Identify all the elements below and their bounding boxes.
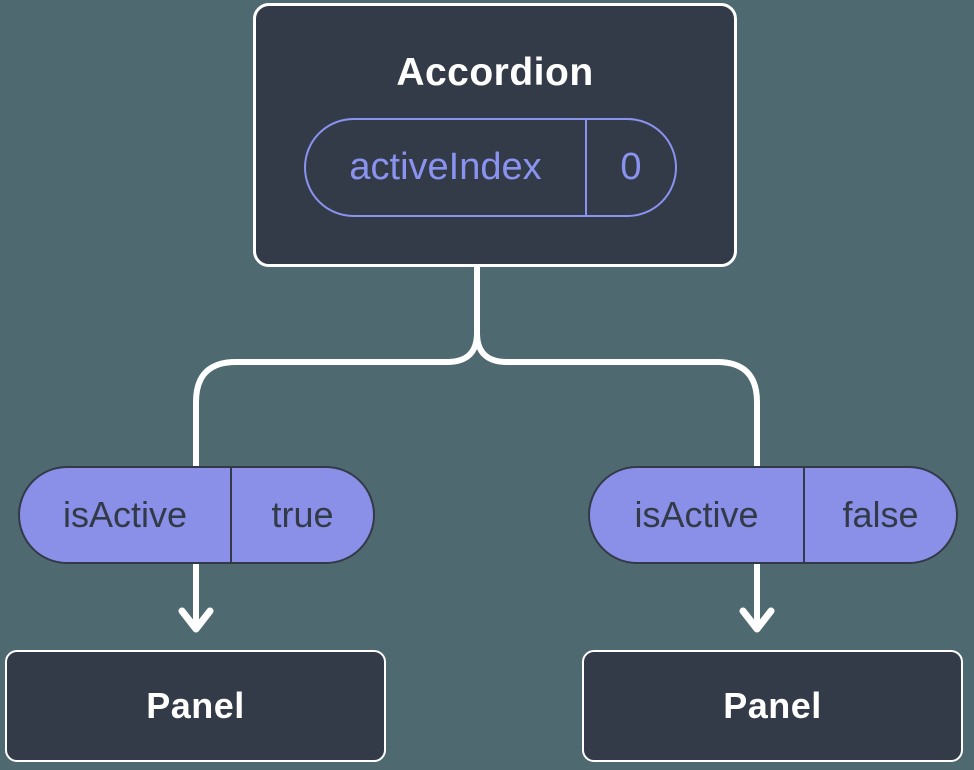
prop-value-label: true bbox=[230, 468, 373, 562]
left-branch-connector bbox=[193, 330, 480, 630]
accordion-node: Accordion activeIndex 0 bbox=[253, 3, 737, 267]
right-arrowhead-icon bbox=[739, 607, 775, 633]
active-index-state-pill: activeIndex 0 bbox=[304, 118, 677, 217]
state-value-label: 0 bbox=[585, 120, 675, 215]
prop-name-label: isActive bbox=[634, 494, 759, 535]
panel-node-right: Panel bbox=[582, 650, 963, 762]
prop-value-label: false bbox=[803, 468, 956, 562]
is-active-false-pill: isActive false bbox=[588, 466, 958, 564]
right-branch-connector bbox=[474, 330, 760, 630]
is-active-true-pill: isActive true bbox=[18, 466, 375, 564]
panel-node-title: Panel bbox=[723, 685, 822, 726]
state-name-label: activeIndex bbox=[349, 146, 542, 188]
panel-node-title: Panel bbox=[146, 685, 245, 726]
panel-node-left: Panel bbox=[5, 650, 386, 762]
left-arrowhead-icon bbox=[178, 607, 214, 633]
accordion-node-title: Accordion bbox=[396, 51, 594, 94]
prop-name-label: isActive bbox=[62, 494, 188, 535]
